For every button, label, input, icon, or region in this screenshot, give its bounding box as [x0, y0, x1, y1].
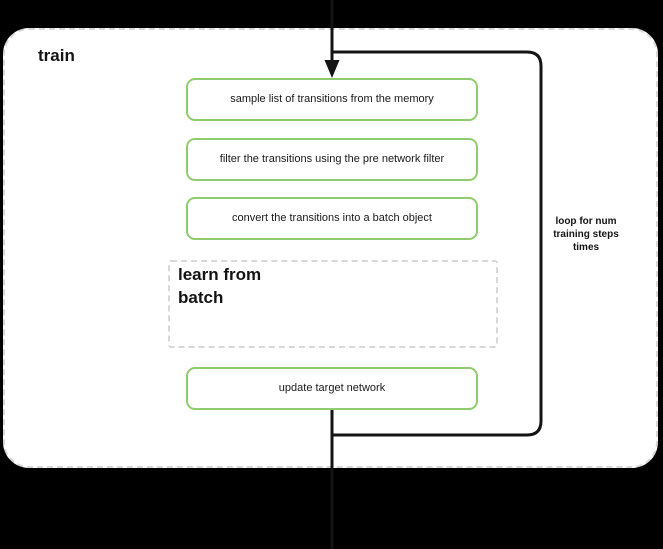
step-box-update-target-network[interactable]: update target network — [186, 367, 478, 410]
step-label: update target network — [278, 381, 386, 394]
group-title-line-1: learn from — [178, 265, 262, 284]
loop-annotation-line-2: training steps — [553, 229, 619, 241]
step-box-filter[interactable]: filter the transitions using the pre net… — [186, 138, 478, 181]
step-box-convert[interactable]: convert the transitions into a batch obj… — [186, 197, 478, 240]
group-box-learn-from-batch[interactable] — [168, 260, 498, 348]
loop-annotation-line-3: times — [572, 242, 600, 254]
group-title-learn-from-batch: learn from batch — [178, 264, 318, 310]
step-label: convert the transitions into a batch obj… — [232, 211, 432, 224]
loop-annotation-line-1: loop for num — [555, 216, 617, 227]
step-box-sample[interactable]: sample list of transitions from the memo… — [186, 78, 478, 121]
page-title: train — [38, 46, 75, 65]
group-title-line-2: batch — [178, 287, 224, 307]
step-label: filter the transitions using the pre net… — [219, 152, 445, 165]
loop-annotation: loop for num training steps times — [545, 215, 627, 255]
step-label: sample list of transitions from the memo… — [230, 92, 434, 105]
